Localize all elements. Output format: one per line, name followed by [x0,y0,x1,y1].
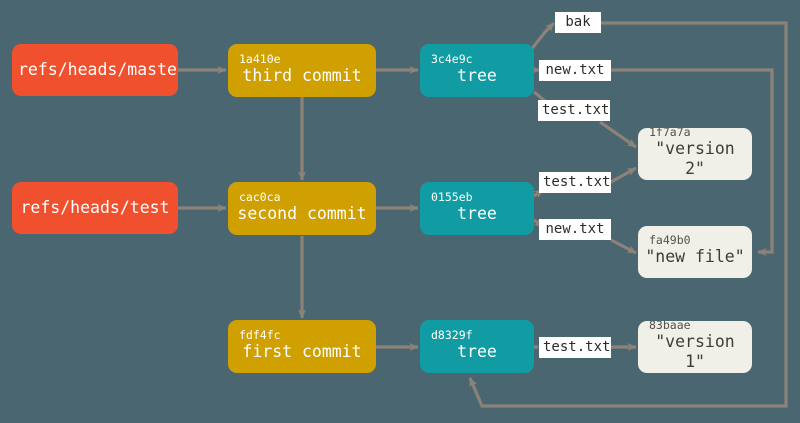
edge-label-test-txt-top: test.txt [538,100,610,121]
edge-label-bak: bak [555,12,601,33]
edge-label-new-txt-mid: new.txt [539,219,611,240]
tree-3c4e9c-hash: 3c4e9c [431,51,473,66]
commit-first-hash: fdf4fc [239,327,281,342]
commit-second-label: second commit [237,203,367,223]
tree-d8329f-label: tree [457,341,497,361]
node-tree-d8329f[interactable]: d8329f tree [420,320,534,373]
commit-first-label: first commit [242,341,362,361]
ref-test-label: refs/heads/test [20,198,170,217]
blob-83baae-hash: 83baae [649,321,691,332]
node-blob-1f7a7a[interactable]: 1f7a7a "version 2" [638,128,752,180]
blob-83baae-label: "version 1" [655,332,735,371]
blob-1f7a7a-label: "version 2" [655,139,735,178]
node-blob-fa49b0[interactable]: fa49b0 "new file" [638,226,752,278]
blob-fa49b0-hash: fa49b0 [649,233,691,247]
node-ref-test[interactable]: refs/heads/test [12,182,178,234]
edge-tree3c4e9c-bak [529,21,556,51]
tree-0155eb-label: tree [457,203,497,223]
edge-label-test-txt-bottom: test.txt [539,337,611,358]
edge-test-txt-mid-to-version2 [610,166,637,184]
node-commit-second[interactable]: cac0ca second commit [228,182,376,235]
node-commit-first[interactable]: fdf4fc first commit [228,320,376,373]
node-blob-83baae[interactable]: 83baae "version 1" [638,321,752,373]
edge-new-txt-mid-to-newfile [610,238,637,255]
commit-third-label: third commit [242,65,362,85]
edge-label-test-txt-mid: test.txt [539,172,611,193]
blob-1f7a7a-hash: 1f7a7a [649,128,691,139]
node-tree-0155eb[interactable]: 0155eb tree [420,182,534,235]
tree-d8329f-hash: d8329f [431,327,473,342]
edge-test-txt-to-version2 [599,120,637,149]
tree-0155eb-hash: 0155eb [431,189,473,204]
node-ref-master[interactable]: refs/heads/master [12,44,178,96]
commit-third-hash: 1a410e [239,51,281,66]
node-commit-third[interactable]: 1a410e third commit [228,44,376,97]
tree-3c4e9c-label: tree [457,65,497,85]
node-tree-3c4e9c[interactable]: 3c4e9c tree [420,44,534,97]
edge-label-new-txt-top: new.txt [539,60,611,81]
commit-second-hash: cac0ca [239,189,281,204]
blob-fa49b0-label: "new file" [645,247,745,266]
ref-master-label: refs/heads/master [18,60,178,79]
